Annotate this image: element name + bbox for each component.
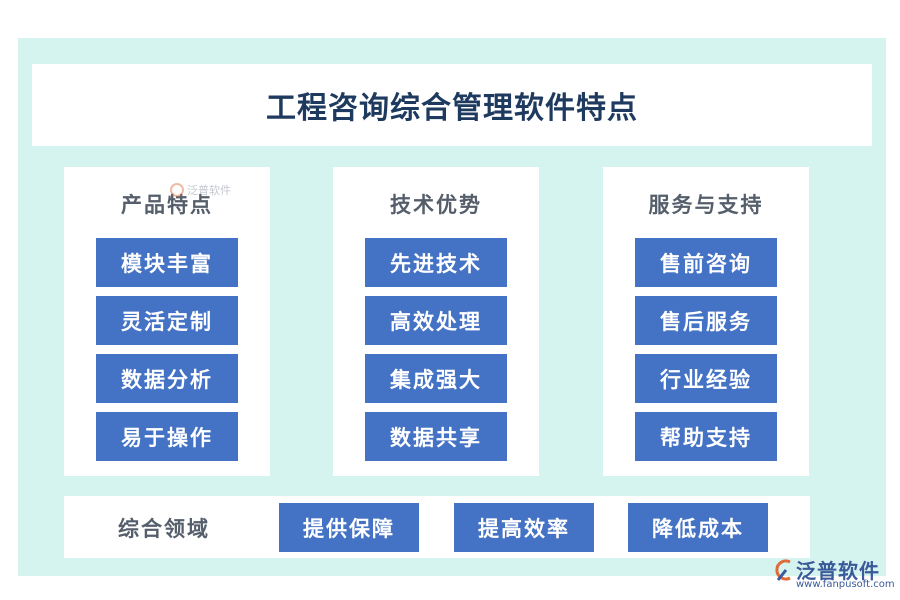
feature-box: 行业经验 <box>635 354 777 403</box>
feature-box: 数据共享 <box>365 412 507 461</box>
feature-box: 帮助支持 <box>635 412 777 461</box>
brand-logo-icon <box>775 559 791 581</box>
feature-box: 数据分析 <box>96 354 238 403</box>
column-tech-advantages: 技术优势 先进技术 高效处理 集成强大 数据共享 <box>333 167 539 476</box>
feature-box: 售前咨询 <box>635 238 777 287</box>
feature-box: 售后服务 <box>635 296 777 345</box>
brand-logo: 泛普软件 www.fanpusoft.com <box>770 555 895 595</box>
feature-box: 先进技术 <box>365 238 507 287</box>
column-service-support: 服务与支持 售前咨询 售后服务 行业经验 帮助支持 <box>603 167 809 476</box>
column-product-features: 产品特点 模块丰富 灵活定制 数据分析 易于操作 <box>64 167 270 476</box>
watermark-logo-icon <box>170 183 184 197</box>
bottom-label: 综合领域 <box>118 517 210 541</box>
watermark-text: 泛普软件 <box>187 184 231 197</box>
brand-url: www.fanpusoft.com <box>796 579 895 590</box>
column-heading: 技术优势 <box>390 193 482 217</box>
feature-box: 易于操作 <box>96 412 238 461</box>
bottom-box-item: 提供保障 <box>279 503 419 552</box>
column-heading: 服务与支持 <box>648 193 764 217</box>
watermark: 泛普软件 <box>170 182 231 198</box>
title-box: 工程咨询综合管理软件特点 <box>32 64 872 146</box>
feature-box: 集成强大 <box>365 354 507 403</box>
bottom-box-item: 降低成本 <box>628 503 768 552</box>
feature-box: 灵活定制 <box>96 296 238 345</box>
brand-name: 泛普软件 <box>796 559 880 583</box>
bottom-box-item: 提高效率 <box>454 503 594 552</box>
column-heading: 产品特点 <box>121 193 213 217</box>
feature-box: 高效处理 <box>365 296 507 345</box>
feature-box: 模块丰富 <box>96 238 238 287</box>
diagram-title: 工程咨询综合管理软件特点 <box>266 91 638 126</box>
